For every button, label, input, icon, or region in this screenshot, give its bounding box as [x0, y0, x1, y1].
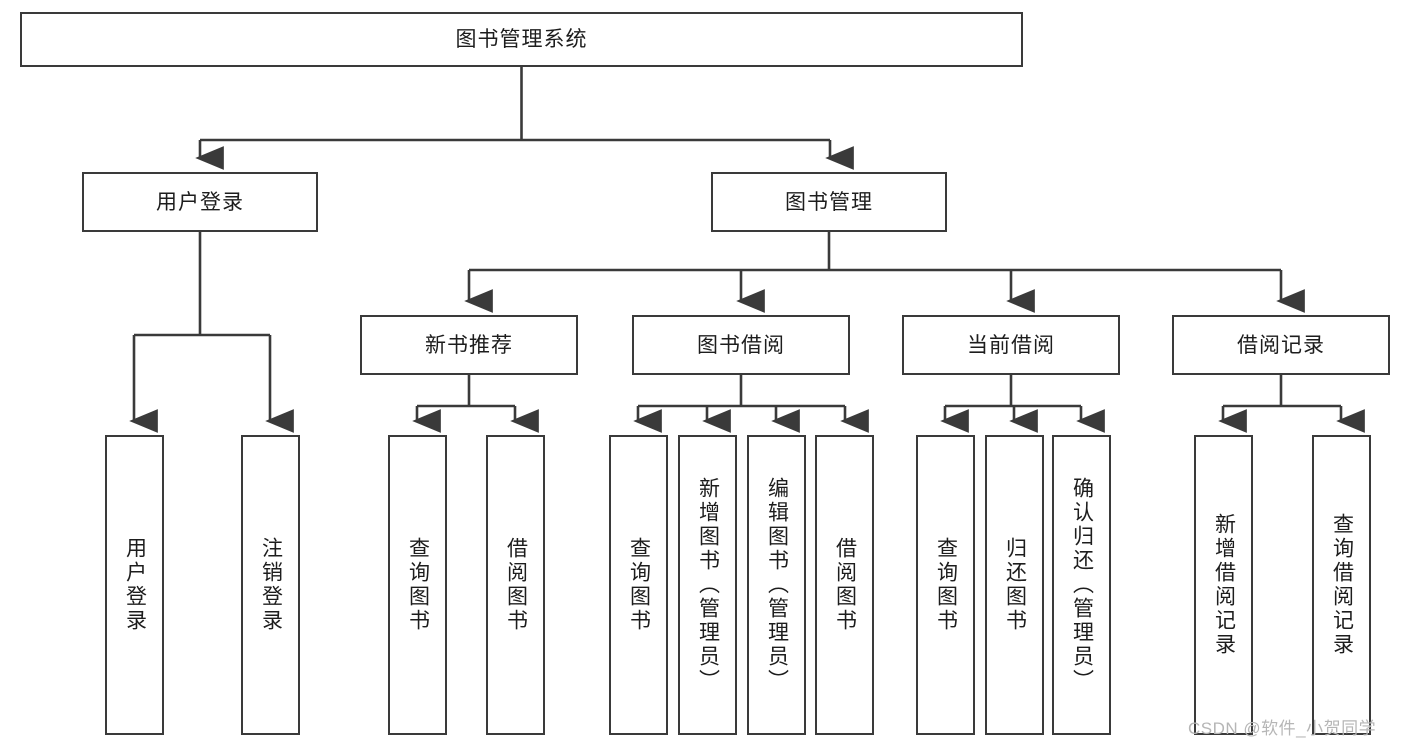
node-book-borrow[interactable]: 图书借阅: [632, 315, 850, 375]
leaf-confirm-return-admin[interactable]: 确认归还（管理员）: [1052, 435, 1111, 735]
leaf-label: 编辑图书（管理员）: [765, 477, 789, 693]
node-book-management[interactable]: 图书管理: [711, 172, 947, 232]
leaf-label: 查询借阅记录: [1330, 513, 1354, 657]
leaf-add-borrow-record[interactable]: 新增借阅记录: [1194, 435, 1253, 735]
leaf-label: 借阅图书: [504, 537, 528, 633]
leaf-label: 查询图书: [627, 537, 651, 633]
node-borrow-record-label: 借阅记录: [1237, 333, 1325, 357]
node-user-login-label: 用户登录: [156, 190, 244, 214]
node-user-login[interactable]: 用户登录: [82, 172, 318, 232]
leaf-user-login[interactable]: 用户登录: [105, 435, 164, 735]
node-root-label: 图书管理系统: [455, 28, 588, 51]
leaf-borrow-book-recommend[interactable]: 借阅图书: [486, 435, 545, 735]
node-book-borrow-label: 图书借阅: [697, 333, 785, 357]
leaf-label: 确认归还（管理员）: [1070, 477, 1094, 693]
leaf-label: 新增借阅记录: [1212, 513, 1236, 657]
leaf-label: 归还图书: [1003, 537, 1027, 633]
leaf-return-book[interactable]: 归还图书: [985, 435, 1044, 735]
leaf-label: 新增图书（管理员）: [696, 477, 720, 693]
leaf-label: 查询图书: [934, 537, 958, 633]
leaf-query-book-current[interactable]: 查询图书: [916, 435, 975, 735]
leaf-query-borrow-record[interactable]: 查询借阅记录: [1312, 435, 1371, 735]
node-new-book-recommend-label: 新书推荐: [425, 333, 513, 357]
leaf-label: 注销登录: [259, 537, 283, 633]
leaf-add-book-admin[interactable]: 新增图书（管理员）: [678, 435, 737, 735]
node-new-book-recommend[interactable]: 新书推荐: [360, 315, 578, 375]
leaf-label: 查询图书: [406, 537, 430, 633]
node-book-management-label: 图书管理: [785, 190, 873, 214]
leaf-query-book-recommend[interactable]: 查询图书: [388, 435, 447, 735]
leaf-edit-book-admin[interactable]: 编辑图书（管理员）: [747, 435, 806, 735]
node-current-borrow[interactable]: 当前借阅: [902, 315, 1120, 375]
node-root[interactable]: 图书管理系统: [20, 12, 1023, 67]
node-current-borrow-label: 当前借阅: [967, 333, 1055, 357]
leaf-logout[interactable]: 注销登录: [241, 435, 300, 735]
leaf-borrow-book[interactable]: 借阅图书: [815, 435, 874, 735]
csdn-watermark: CSDN @软件_小贺同学: [1188, 719, 1377, 738]
node-borrow-record[interactable]: 借阅记录: [1172, 315, 1390, 375]
leaf-label: 用户登录: [123, 537, 147, 633]
leaf-query-book-borrow[interactable]: 查询图书: [609, 435, 668, 735]
leaf-label: 借阅图书: [833, 537, 857, 633]
